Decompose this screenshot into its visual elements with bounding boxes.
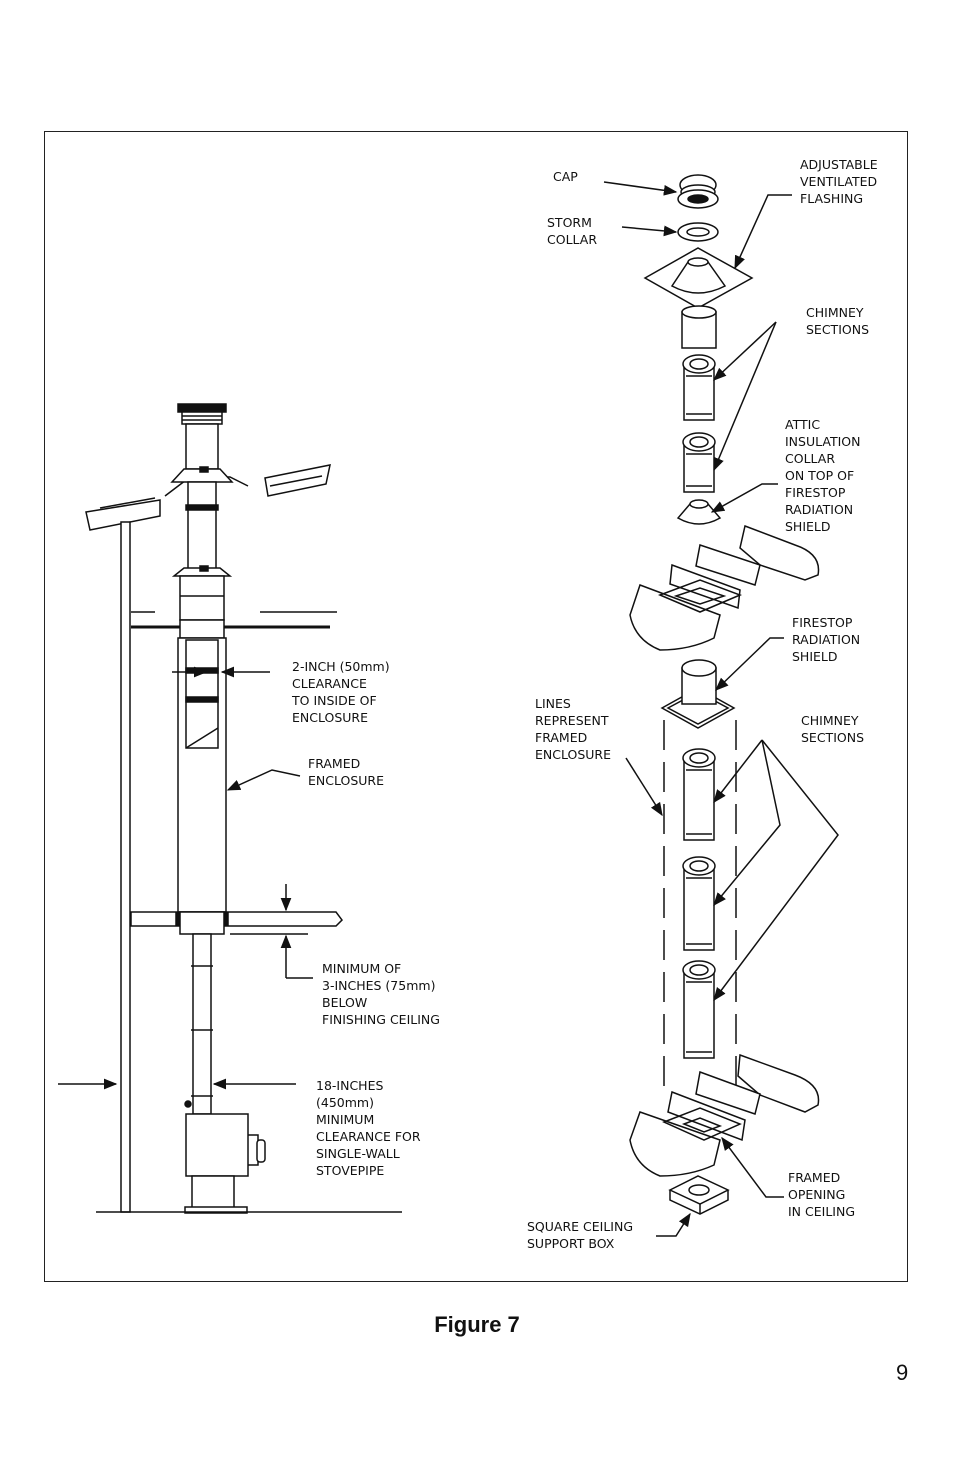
- label-clearance-2inch: 2-INCH (50mm) CLEARANCE TO INSIDE OF ENC…: [292, 659, 390, 725]
- label-lines-framed-enclosure: LINES REPRESENT FRAMED ENCLOSURE: [535, 696, 612, 762]
- label-framed-opening: FRAMED OPENING IN CEILING: [788, 1170, 856, 1219]
- stovepipe: [192, 933, 212, 1115]
- chimney-section-1: [682, 354, 716, 421]
- stove: [185, 1113, 249, 1177]
- label-chimney-sections-top: CHIMNEY SECTIONS: [806, 305, 870, 337]
- upper-joists: [629, 524, 820, 651]
- label-attic-insulation-collar: ATTIC INSULATION COLLAR ON TOP OF FIREST…: [785, 417, 861, 534]
- cap-side: [177, 403, 227, 425]
- chimney-section-5: [682, 960, 716, 1059]
- attic-insulation-collar: [676, 503, 722, 525]
- chimney-section-2: [682, 432, 716, 493]
- chimney-section-3: [682, 748, 716, 841]
- figure-caption: Figure 7: [434, 1312, 520, 1337]
- label-chimney-sections-bottom: CHIMNEY SECTIONS: [801, 713, 865, 745]
- label-square-support-box: SQUARE CEILING SUPPORT BOX: [527, 1219, 634, 1251]
- wall-post: [120, 521, 131, 1213]
- label-storm-collar: STORM COLLAR: [547, 215, 598, 247]
- label-cap: CAP: [553, 169, 578, 184]
- square-support-box: [668, 1175, 730, 1215]
- label-clearance-18inch: 18-INCHES (450mm) MINIMUM CLEARANCE FOR …: [316, 1078, 421, 1178]
- firestop-shield: [660, 659, 736, 729]
- label-framed-enclosure: FRAMED ENCLOSURE: [308, 756, 385, 788]
- label-firestop-radiation-shield: FIRESTOP RADIATION SHIELD: [792, 615, 861, 664]
- figure-frame: [44, 131, 908, 1282]
- label-minimum-3inch: MINIMUM OF 3-INCHES (75mm) BELOW FINISHI…: [322, 961, 440, 1027]
- chimney-section-4: [682, 856, 716, 951]
- page-number: 9: [896, 1360, 909, 1385]
- label-adjustable-flashing: ADJUSTABLE VENTILATED FLASHING: [800, 157, 878, 206]
- exploded-view: [603, 174, 839, 1237]
- roof-left: [85, 499, 161, 531]
- side-section-view: [58, 403, 402, 1214]
- lower-joists: [629, 1053, 820, 1177]
- cap-exploded: [677, 174, 719, 209]
- ceiling-joist: [130, 911, 343, 927]
